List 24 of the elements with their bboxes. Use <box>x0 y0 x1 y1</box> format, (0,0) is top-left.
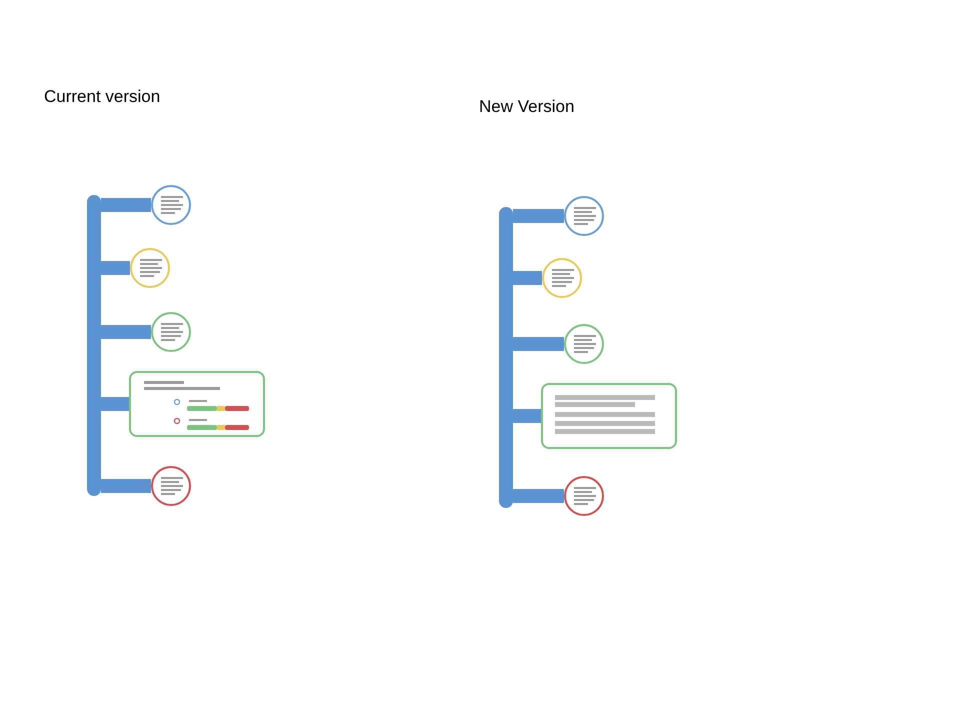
branch-connector <box>513 409 541 423</box>
placeholder-circle <box>151 185 191 225</box>
timeline-spine <box>87 195 101 496</box>
placeholder-card <box>129 371 265 437</box>
branch-connector <box>101 261 130 275</box>
branch-connector <box>513 209 564 223</box>
placeholder-circle <box>542 258 582 298</box>
placeholder-circle <box>151 312 191 352</box>
branch-connector <box>513 337 564 351</box>
version-heading: New Version <box>479 97 574 117</box>
branch-connector <box>101 397 129 411</box>
branch-connector <box>513 271 542 285</box>
branch-connector <box>513 489 564 503</box>
branch-connector <box>101 325 151 339</box>
placeholder-card <box>541 383 677 449</box>
placeholder-circle <box>130 248 170 288</box>
placeholder-circle <box>564 324 604 364</box>
branch-connector <box>101 479 151 493</box>
version-heading: Current version <box>44 87 160 107</box>
placeholder-circle <box>564 476 604 516</box>
branch-connector <box>101 198 151 212</box>
placeholder-circle <box>151 466 191 506</box>
timeline-spine <box>499 207 513 508</box>
placeholder-circle <box>564 196 604 236</box>
